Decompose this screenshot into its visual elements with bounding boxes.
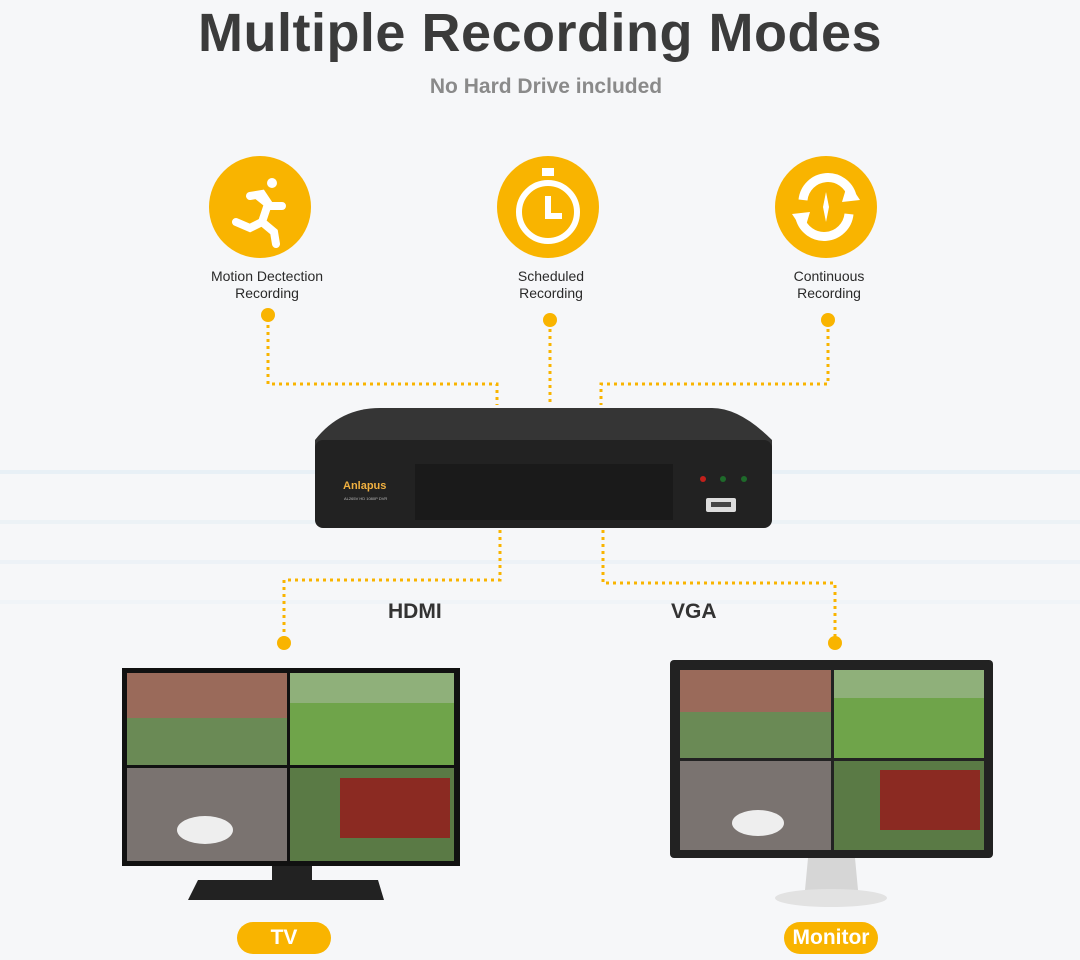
connector-lines [266, 318, 837, 640]
dvr-brand-logo: Anlapus [343, 480, 387, 492]
mode-label-line: Continuous [793, 268, 865, 284]
continuous-sync-icon [775, 156, 877, 258]
mode-label-line: Recording [235, 285, 299, 301]
tv-display [122, 668, 460, 900]
monitor-display [670, 660, 993, 907]
connector-dots [261, 308, 842, 650]
mode-label-line: Motion Dectection [210, 268, 324, 284]
stopwatch-icon [497, 156, 599, 258]
mode-label-scheduled: Scheduled Recording [451, 268, 651, 302]
subtitle: No Hard Drive included [429, 75, 663, 98]
mode-label-line: Recording [797, 285, 861, 301]
mode-label-line: Recording [519, 285, 583, 301]
mode-label-continuous: Continuous Recording [729, 268, 929, 302]
tv-label: TV [237, 922, 331, 954]
vga-label: VGA [671, 600, 717, 623]
hdmi-label: HDMI [388, 600, 442, 623]
page-title: Multiple Recording Modes [197, 3, 883, 63]
dvr-model-label: AL265V HD 1080P DVR [344, 496, 388, 501]
motion-detection-icon [209, 156, 311, 258]
mode-label-line: Scheduled [517, 268, 585, 284]
dvr-device [315, 408, 772, 528]
monitor-label: Monitor [784, 922, 878, 954]
mode-label-motion: Motion Dectection Recording [167, 268, 367, 302]
